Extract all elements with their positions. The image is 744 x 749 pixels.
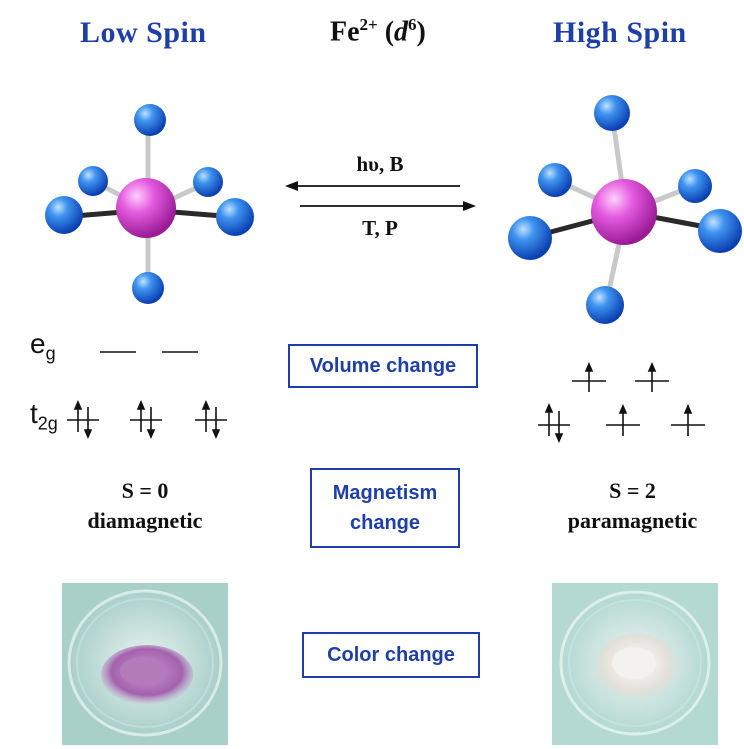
- high-spin-magnetism: paramagnetic: [567, 508, 698, 533]
- config-exponent: 6: [408, 15, 417, 34]
- high-spin-state: S = 2 paramagnetic: [545, 478, 720, 534]
- hs-ligand-front-right: [698, 209, 742, 253]
- hs-ligand-bottom: [586, 286, 624, 324]
- high-spin-title: High Spin: [553, 16, 687, 49]
- ligand-front-left: [45, 196, 83, 234]
- config-close: ): [416, 16, 426, 48]
- eg-main: e: [30, 328, 46, 359]
- reverse-arrow-head: [285, 181, 298, 191]
- color-change-box: Color change: [302, 632, 480, 678]
- low-spin-title: Low Spin: [80, 16, 207, 49]
- hs-ligand-back-right: [678, 169, 712, 203]
- magnetism-change-line2: change: [349, 512, 421, 534]
- ligand-bottom: [132, 272, 164, 304]
- volume-change-box: Volume change: [288, 344, 478, 388]
- t2g-label: t2g: [30, 398, 58, 435]
- low-spin-sample-photo: [62, 583, 228, 745]
- hs-ligand-top: [594, 95, 630, 131]
- high-spin-sample-photo: [552, 583, 718, 745]
- forward-arrow-head: [463, 201, 476, 211]
- t2g-sub: 2g: [37, 413, 58, 434]
- magnetism-change-line1: Magnetism: [332, 482, 438, 504]
- metal-center-low: [116, 178, 176, 238]
- hs-ligand-front-left: [508, 216, 552, 260]
- metal-center-high: [591, 179, 657, 245]
- low-spin-magnetism: diamagnetic: [87, 508, 203, 533]
- eg-label: eg: [30, 328, 56, 365]
- config-orbital: d: [394, 16, 409, 48]
- config-open: (: [377, 16, 395, 48]
- eg-sub: g: [45, 343, 56, 364]
- ligand-top: [134, 104, 166, 136]
- low-spin-s-value: S = 0: [121, 478, 169, 503]
- hs-ligand-back-left: [538, 163, 572, 197]
- reverse-conditions-label: T, P: [362, 216, 398, 240]
- ion-charge: 2+: [359, 15, 378, 34]
- ion-configuration-title: Fe2+ (d6): [330, 15, 426, 48]
- low-spin-state: S = 0 diamagnetic: [60, 478, 230, 534]
- ligand-front-right: [216, 198, 254, 236]
- high-spin-s-value: S = 2: [609, 478, 656, 503]
- t2g-main: t: [30, 398, 38, 429]
- ligand-back-left: [78, 166, 108, 196]
- forward-conditions-label: hυ, B: [356, 152, 404, 176]
- magnetism-change-box: Magnetism change: [310, 468, 460, 548]
- ion-symbol: Fe: [330, 16, 360, 48]
- ligand-back-right: [193, 167, 223, 197]
